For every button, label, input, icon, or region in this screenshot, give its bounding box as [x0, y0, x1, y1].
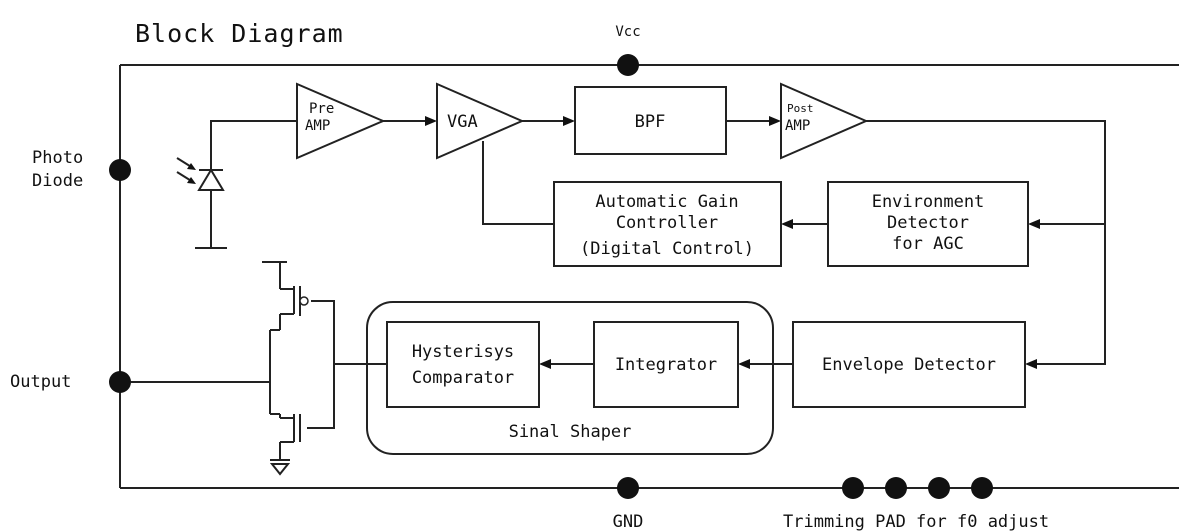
arrow-head: [539, 359, 551, 369]
vga-label: VGA: [447, 112, 478, 132]
photodiode-icon: [176, 120, 297, 249]
arrow-head: [738, 359, 750, 369]
photo-diode-label-line1: Photo: [32, 148, 83, 168]
envelope-detector-label: Envelope Detector: [822, 355, 996, 375]
agc-label-line2: Controller: [616, 213, 718, 233]
hysteresis-label-line2: Comparator: [412, 368, 514, 388]
photo-diode-pin: [109, 159, 131, 181]
wire-agc-vga: [482, 141, 554, 225]
output-label: Output: [10, 372, 71, 392]
pre-amp-block: [296, 82, 386, 160]
hysteresis-comparator-block: [386, 321, 540, 408]
output-pin: [109, 371, 131, 393]
agc-label-line3: (Digital Control): [580, 239, 754, 259]
wire-comparator-gate-p: [311, 300, 387, 365]
pre-amp-label-line1: Pre: [309, 101, 334, 117]
arrow-head: [1025, 359, 1037, 369]
wire-comparator-gate-n: [307, 364, 335, 429]
vcc-label: Vcc: [615, 24, 640, 40]
diagram-title: Block Diagram: [135, 19, 344, 48]
agc-block: [553, 181, 782, 267]
trimming-pad-label: Trimming PAD for f0 adjust: [783, 512, 1049, 532]
chip-outline: [119, 64, 1179, 489]
arrow-head: [563, 116, 575, 126]
hysteresis-label-line1: Hysterisys: [412, 342, 514, 362]
envelope-detector-block: [792, 321, 1026, 408]
gnd-pin: [617, 477, 639, 499]
output-stage-transistor-icon: [131, 261, 309, 476]
wire-postamp-bus: [866, 120, 1106, 365]
trimming-pads: [842, 477, 993, 499]
environment-detector-block: [827, 181, 1029, 267]
pre-amp-label-line2: AMP: [305, 118, 330, 134]
integrator-label: Integrator: [615, 355, 717, 375]
bpf-label: BPF: [635, 112, 666, 132]
post-amp-block: [780, 82, 869, 160]
gnd-label: GND: [613, 512, 644, 532]
vcc-pin: [617, 54, 639, 76]
photo-diode-label-line2: Diode: [32, 171, 83, 191]
arrow-head: [781, 219, 793, 229]
arrow-head: [769, 116, 781, 126]
environment-detector-label-line1: Environment: [872, 192, 985, 212]
bpf-block: [574, 86, 727, 155]
post-amp-label-line1: Post: [787, 102, 814, 115]
post-amp-label-line2: AMP: [785, 118, 810, 134]
arrow-head: [1028, 219, 1040, 229]
agc-label-line1: Automatic Gain: [595, 192, 738, 212]
signal-shaper-label: Sinal Shaper: [509, 422, 632, 442]
arrow-head: [425, 116, 437, 126]
environment-detector-label-line2: Detector: [887, 213, 969, 233]
integrator-block: [593, 321, 739, 408]
vga-block: [436, 82, 525, 160]
environment-detector-label-line3: for AGC: [892, 234, 964, 254]
